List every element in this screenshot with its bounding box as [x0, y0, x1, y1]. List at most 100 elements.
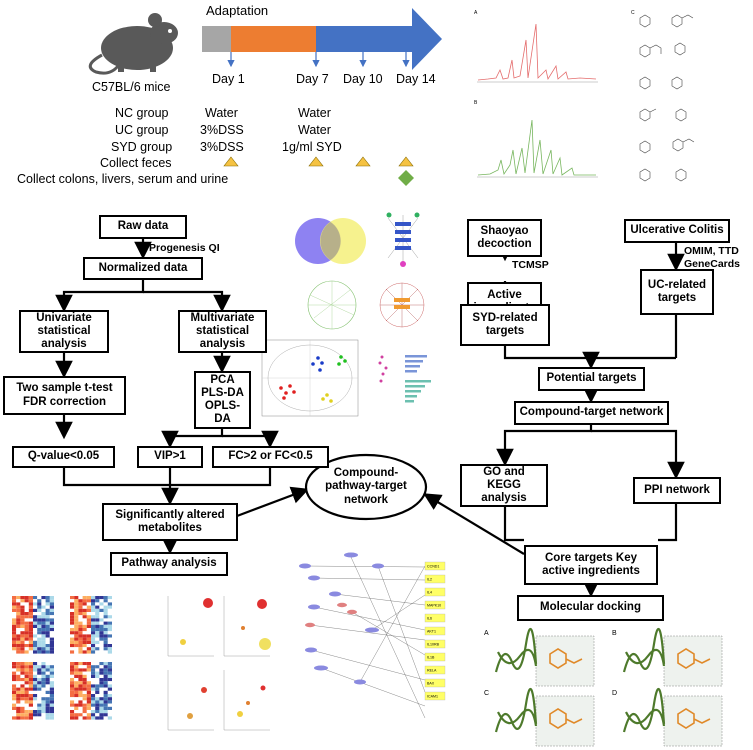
heatmap-cell	[45, 678, 50, 682]
heatmap-cell	[107, 612, 112, 616]
heatmap-cell	[82, 637, 87, 641]
heatmap-cell	[103, 687, 108, 691]
docking-panel-a: A	[484, 630, 489, 637]
pca-scatter-thumbnail	[261, 339, 359, 417]
heatmap-cell	[24, 668, 29, 672]
heatmap-cell	[95, 703, 100, 707]
heatmap-cell	[95, 605, 100, 609]
heatmap-cell	[78, 668, 83, 672]
heatmap-cell	[12, 681, 17, 685]
heatmap-cell	[24, 634, 29, 638]
heatmap-cell	[107, 716, 112, 720]
heatmap-cell	[16, 624, 21, 628]
heatmap-cell	[37, 716, 42, 720]
heatmap-cell	[24, 713, 29, 717]
heatmap-cell	[107, 671, 112, 675]
heatmap-cell	[41, 602, 46, 606]
heatmap-cell	[91, 662, 96, 666]
docking-thumbnail	[494, 628, 723, 747]
heatmap-cell	[78, 710, 83, 714]
heatmap-cell	[103, 681, 108, 685]
heatmap-cell	[82, 697, 87, 701]
heatmap-cell	[103, 668, 108, 672]
heatmap-cell	[99, 637, 104, 641]
heatmap-cell	[78, 713, 83, 717]
heatmap-cell	[74, 599, 79, 603]
heatmap-cell	[45, 713, 50, 717]
heatmap-cell	[107, 644, 112, 648]
docking-zoom-box	[535, 635, 595, 687]
heatmap-cell	[24, 628, 29, 632]
heatmap-cell	[99, 647, 104, 651]
heatmap-cell	[16, 694, 21, 698]
heatmap-cell	[91, 668, 96, 672]
heatmap-cell	[45, 634, 50, 638]
heatmap-cell	[95, 644, 100, 648]
heatmap-cell	[37, 710, 42, 714]
heatmap-cell	[99, 700, 104, 704]
heatmap-cell	[16, 650, 21, 654]
heatmap-cell	[91, 671, 96, 675]
heatmap-cell	[49, 612, 54, 616]
heatmap-cell	[33, 703, 38, 707]
heatmap-cell	[45, 687, 50, 691]
heatmap-cell	[20, 637, 25, 641]
heatmap-cell	[74, 687, 79, 691]
heatmap-cell	[103, 713, 108, 717]
heatmap-cell	[49, 644, 54, 648]
heatmap-cell	[20, 650, 25, 654]
heatmap-cell	[37, 684, 42, 688]
heatmap-cell	[99, 615, 104, 619]
heatmap-cell	[37, 687, 42, 691]
heatmap-cell	[103, 678, 108, 682]
heatmap-cell	[37, 690, 42, 694]
heatmap-cell	[37, 605, 42, 609]
network-gene-label: MAPK10	[427, 604, 441, 608]
heatmap-cell	[45, 662, 50, 666]
heatmap-cell	[70, 628, 75, 632]
heatmap-cell	[86, 697, 91, 701]
heatmap-cell	[95, 637, 100, 641]
heatmap-cell	[95, 716, 100, 720]
heatmap-cell	[82, 684, 87, 688]
heatmap-cell	[24, 647, 29, 651]
heatmap-cell	[107, 668, 112, 672]
heatmap-cell	[103, 650, 108, 654]
heatmap-cell	[24, 716, 29, 720]
heatmap-cell	[103, 618, 108, 622]
heatmap-cell	[95, 706, 100, 710]
heatmap-cell	[16, 631, 21, 635]
heatmap-cell	[20, 605, 25, 609]
heatmap-cell	[70, 621, 75, 625]
heatmap-cell	[28, 713, 33, 717]
heatmap-cell	[16, 596, 21, 600]
heatmap-cell	[74, 624, 79, 628]
heatmap-cell	[78, 602, 83, 606]
heatmap-cell	[103, 700, 108, 704]
heatmap-cell	[49, 690, 54, 694]
heatmap-cell	[107, 665, 112, 669]
heatmap-cell	[33, 631, 38, 635]
heatmap-cell	[78, 628, 83, 632]
heatmap-cell	[45, 647, 50, 651]
heatmap-cell	[28, 694, 33, 698]
heatmap-cell	[91, 681, 96, 685]
heatmap-cell	[12, 599, 17, 603]
heatmap-cell	[78, 665, 83, 669]
heatmap-cell	[74, 694, 79, 698]
heatmap-cell	[82, 668, 87, 672]
heatmap-cell	[91, 716, 96, 720]
heatmap-cell	[95, 671, 100, 675]
heatmap-cell	[86, 684, 91, 688]
heatmap-cell	[24, 706, 29, 710]
heatmap-cell	[49, 671, 54, 675]
heatmap-cell	[91, 634, 96, 638]
heatmap-cell	[41, 716, 46, 720]
heatmap-cell	[95, 713, 100, 717]
ligand-structure	[677, 708, 711, 729]
heatmap-cell	[20, 634, 25, 638]
heatmap-cell	[12, 602, 17, 606]
heatmap-cell	[86, 605, 91, 609]
heatmap-cell	[20, 706, 25, 710]
heatmap-cell	[78, 599, 83, 603]
